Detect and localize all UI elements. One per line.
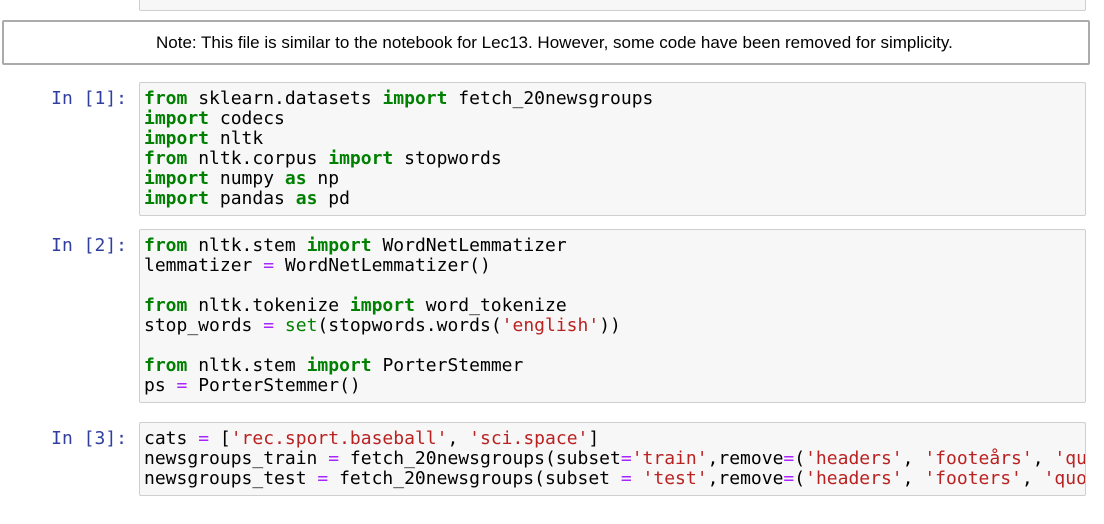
code-line: [144, 276, 1085, 296]
code-line: from nltk.corpus import stopwords: [144, 148, 502, 169]
notebook-cells: In [1]: from sklearn.datasets import fet…: [0, 82, 1104, 496]
note-cell[interactable]: Note: This file is similar to the notebo…: [2, 20, 1090, 65]
code-cell: In [3]: cats = ['rec.sport.baseball', 's…: [0, 422, 1104, 496]
code-line: import numpy as np: [144, 168, 340, 189]
code-line: from nltk.tokenize import word_tokenize: [144, 295, 567, 316]
code-cell: In [1]: from sklearn.datasets import fet…: [0, 82, 1104, 216]
code-line: from nltk.stem import WordNetLemmatizer: [144, 235, 567, 256]
code-line: newsgroups_train = fetch_20newsgroups(su…: [144, 448, 1086, 469]
cell-prompt: In [3]:: [51, 428, 127, 449]
code-line: from sklearn.datasets import fetch_20new…: [144, 88, 654, 109]
code-line: newsgroups_test = fetch_20newsgroups(sub…: [144, 468, 1086, 489]
code-line: cats = ['rec.sport.baseball', 'sci.space…: [144, 428, 600, 449]
code-line: ps = PorterStemmer(): [144, 375, 361, 396]
code-line: import codecs: [144, 108, 285, 129]
code-line: [144, 336, 1085, 356]
note-text: Note: This file is similar to the notebo…: [156, 33, 953, 52]
code-line: import nltk: [144, 128, 264, 149]
cell-prompt: In [2]:: [51, 235, 127, 256]
code-input[interactable]: cats = ['rec.sport.baseball', 'sci.space…: [139, 422, 1086, 496]
code-line: stop_words = set(stopwords.words('englis…: [144, 315, 621, 336]
code-input[interactable]: from sklearn.datasets import fetch_20new…: [139, 82, 1086, 216]
code-cell: In [2]: from nltk.stem import WordNetLem…: [0, 229, 1104, 403]
code-line: lemmatizer = WordNetLemmatizer(): [144, 255, 491, 276]
cell-prompt: In [1]:: [51, 88, 127, 109]
code-line: from nltk.stem import PorterStemmer: [144, 355, 524, 376]
code-line: import pandas as pd: [144, 188, 350, 209]
partial-cell-input[interactable]: [139, 0, 1086, 11]
